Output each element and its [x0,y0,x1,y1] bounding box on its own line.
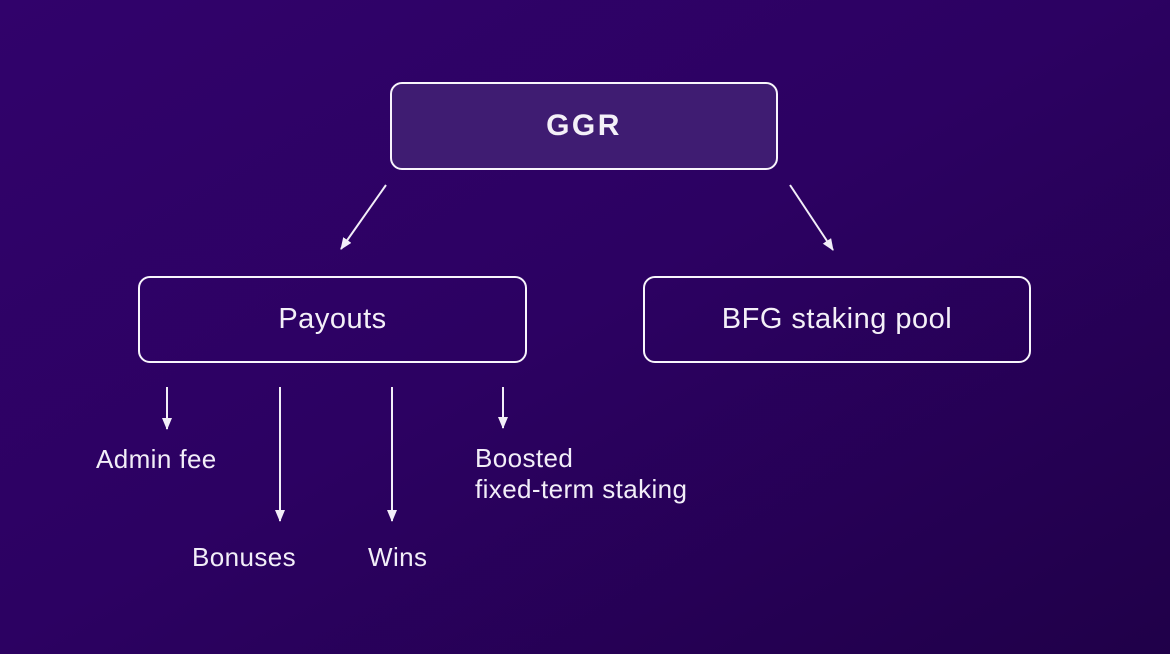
leaf-boosted-line-1: Boosted [475,443,574,473]
node-bfg-staking-pool-label: BFG staking pool [721,303,953,335]
leaf-admin-fee: Admin fee [96,444,217,475]
leaf-boosted-line-2: fixed-term staking [475,474,688,504]
leaf-wins-label: Wins [368,542,428,572]
node-payouts: Payouts [138,276,527,363]
leaf-bonuses: Bonuses [192,542,296,573]
arrow-ggr-to-payouts [340,184,387,250]
node-ggr-label: GGR [546,109,622,142]
node-ggr: GGR [390,82,778,170]
leaf-bonuses-label: Bonuses [192,542,296,572]
node-bfg-staking-pool: BFG staking pool [643,276,1031,363]
leaf-admin-fee-label: Admin fee [96,444,217,474]
node-payouts-label: Payouts [278,303,387,335]
leaf-boosted-fixed-term-staking: Boosted fixed-term staking [475,443,687,505]
arrow-ggr-to-bfg-staking-pool [789,184,834,251]
leaf-wins: Wins [368,542,427,573]
